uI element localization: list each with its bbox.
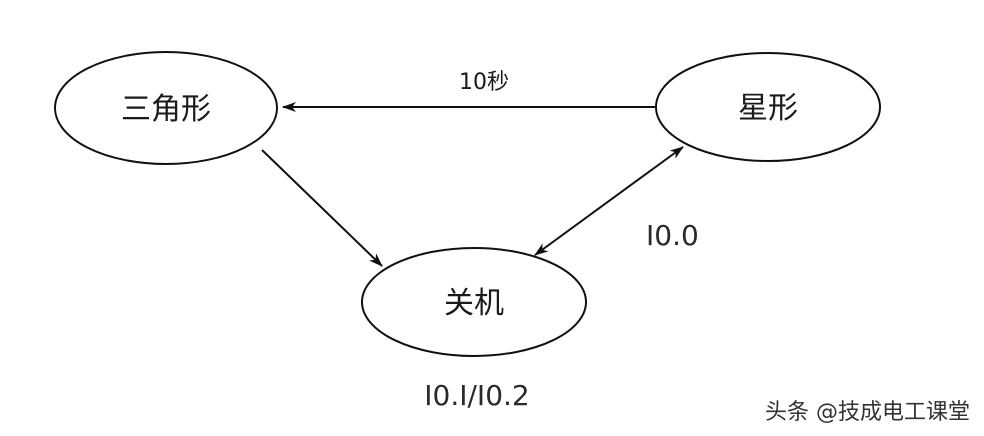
node-triangle-ellipse [54,51,278,165]
edge-star-to-triangle-label: 10秒 [459,70,509,95]
off-input-label: I0.I/I0.2 [424,379,529,412]
watermark: 头条 @技成电工课堂 [765,400,970,425]
node-triangle-label: 三角形 [121,92,211,127]
node-star-ellipse [655,52,881,162]
node-triangle: 三角形 [54,51,278,165]
node-star: 星形 [655,52,881,162]
node-off-label: 关机 [444,286,504,321]
node-off: 关机 [361,247,587,357]
edge-off-star [534,146,684,256]
edge-off-star-label: I0.0 [646,219,699,252]
node-off-ellipse [361,247,587,357]
edge-triangle-to-off [261,149,383,267]
node-star-label: 星形 [738,91,798,126]
